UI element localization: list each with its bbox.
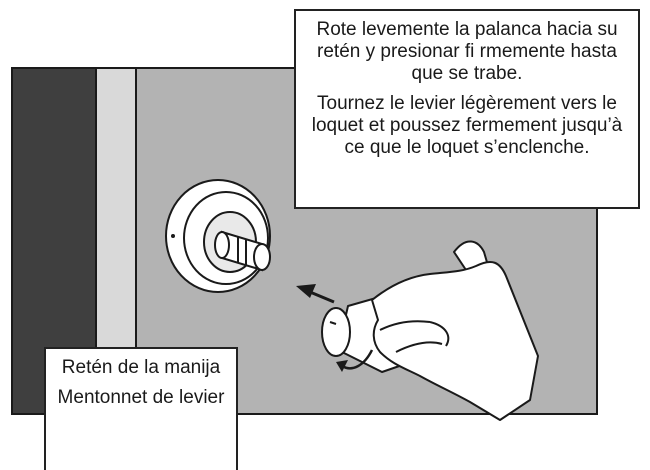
spindle-icon <box>214 230 271 272</box>
part-label-spanish: Retén de la manija <box>61 357 221 378</box>
arrow-left-icon <box>296 284 335 304</box>
hand-icon <box>371 260 539 421</box>
part-label-french: Mentonnet de levier <box>57 387 225 408</box>
rotation-arrow-icon <box>336 349 374 372</box>
part-label-callout: Retén de la manija Mentonnet de levier <box>44 347 238 470</box>
instruction-callout: Rote levemente la palanca hacia su retén… <box>294 9 640 209</box>
instruction-text-french: Tournez le levier légèrement vers le loq… <box>311 93 623 158</box>
instruction-text-spanish: Rote levemente la palanca hacia su retén… <box>316 19 618 84</box>
